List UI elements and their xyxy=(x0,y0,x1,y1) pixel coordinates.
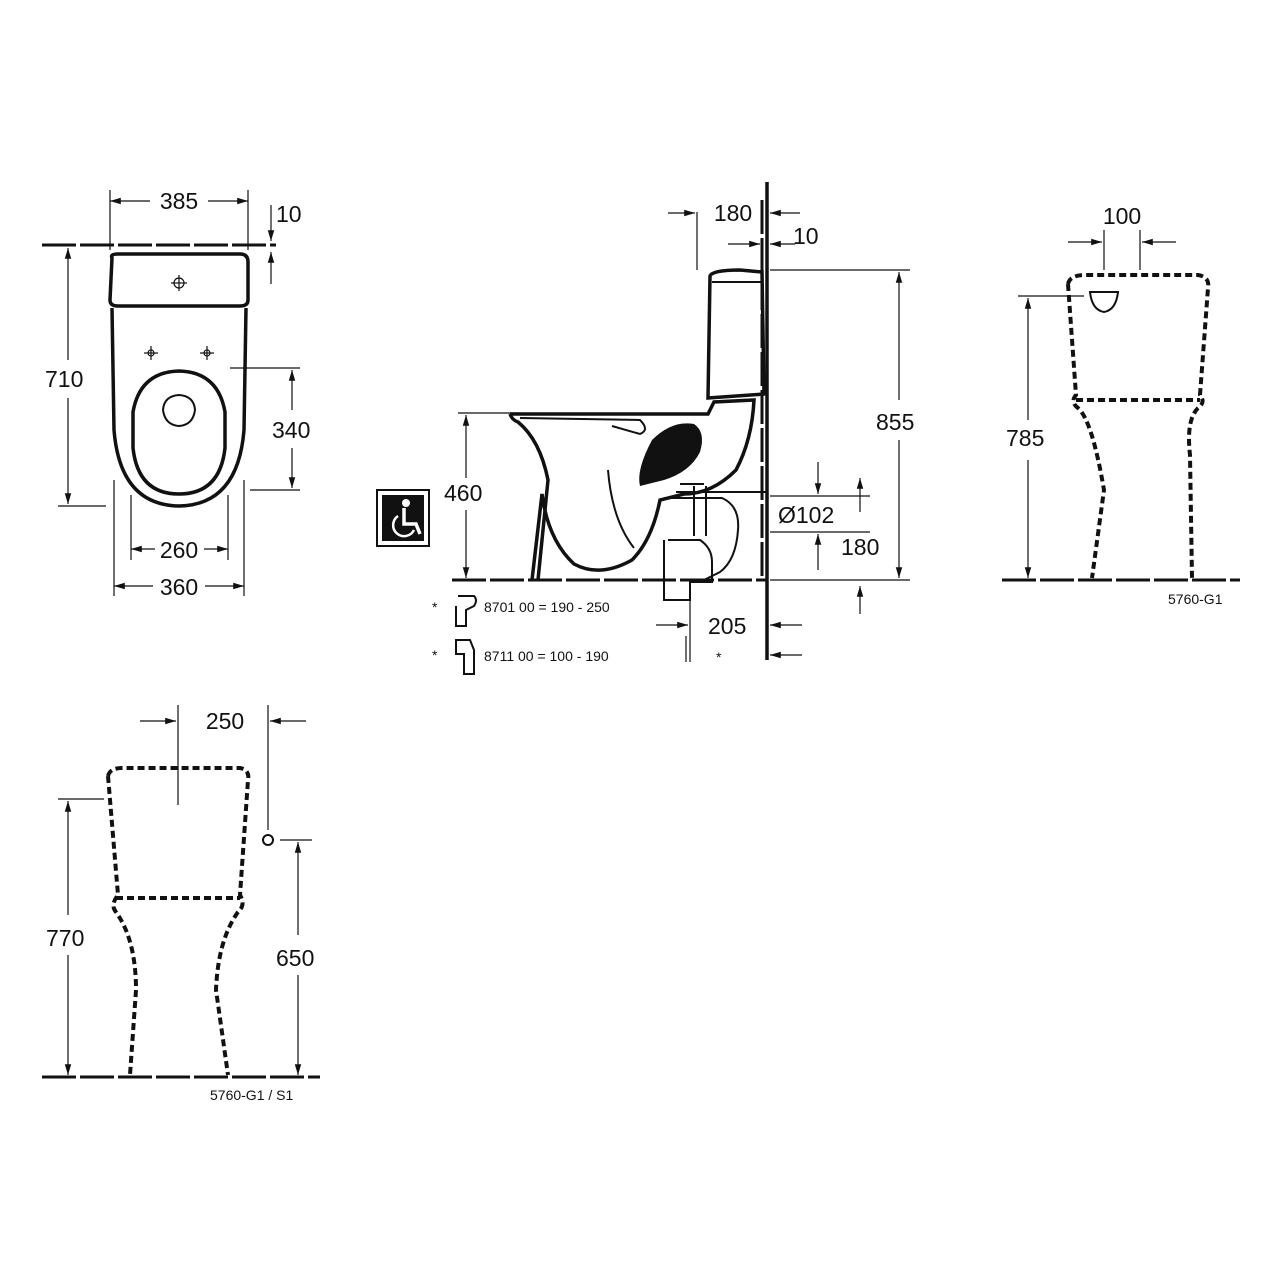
fitting-a-label: 8701 00 = 190 - 250 xyxy=(484,599,610,615)
dim-pipe-diameter: Ø102 xyxy=(778,502,834,528)
bowl-front-outline xyxy=(508,413,550,581)
fitting-b-label: 8711 00 = 100 - 190 xyxy=(484,648,609,664)
bowl-outline xyxy=(110,307,248,508)
rim-outline xyxy=(519,417,646,436)
asterisk-a: * xyxy=(432,599,438,615)
dim-inlet-height: 650 xyxy=(276,945,314,971)
front-outline xyxy=(1066,273,1211,579)
trap-section xyxy=(639,423,702,486)
front-model-code: 5760-G1 xyxy=(1168,591,1223,607)
fixing-point-icon xyxy=(200,346,214,360)
side-view: 180 10 855 460 Ø102 180 205 * * xyxy=(376,182,914,675)
straight-connector-icon xyxy=(455,639,475,675)
trap-inner-line xyxy=(607,469,635,549)
dim-rear-inlet: 250 xyxy=(206,708,244,734)
dim-bowl-width: 360 xyxy=(160,574,198,600)
rear-outline xyxy=(106,766,251,1076)
bowl-side-outline xyxy=(510,398,756,581)
dim-width-top: 385 xyxy=(160,188,198,214)
pan-connector xyxy=(663,539,713,601)
seat-outline xyxy=(131,369,227,496)
rear-view: 250 770 650 5760-G1 / S1 xyxy=(42,705,320,1103)
asterisk-b: * xyxy=(432,647,438,663)
dim-seat-height: 460 xyxy=(444,480,482,506)
flush-plate-outline xyxy=(1088,291,1120,314)
dim-wall-gap: 10 xyxy=(276,201,302,227)
dim-outlet-distance: 205 xyxy=(708,613,746,639)
tank-outline xyxy=(108,252,250,308)
dim-seat-inner: 260 xyxy=(160,537,198,563)
dim-wall-gap-side: 10 xyxy=(793,223,819,249)
dim-rear-height: 770 xyxy=(46,925,84,951)
drain-outline xyxy=(161,393,197,428)
water-inlet-icon xyxy=(262,834,274,846)
fixing-point-icon xyxy=(144,346,158,360)
dim-tank-offset: 180 xyxy=(714,200,752,226)
dim-total-height: 855 xyxy=(876,409,914,435)
dim-front-height: 785 xyxy=(1006,425,1044,451)
outlet-pipe xyxy=(664,497,740,581)
dim-depth: 710 xyxy=(45,366,83,392)
asterisk-note: * xyxy=(716,649,722,665)
tank-side-outline xyxy=(706,268,766,400)
wheelchair-icon xyxy=(376,489,430,547)
rear-model-code: 5760-G1 / S1 xyxy=(210,1087,293,1103)
front-view: 100 785 5760-G1 xyxy=(1002,203,1240,607)
bend-connector-icon xyxy=(455,595,477,627)
dim-outlet-height: 180 xyxy=(841,534,879,560)
dim-front-inlet: 100 xyxy=(1103,203,1141,229)
dim-seat-depth: 340 xyxy=(272,417,310,443)
top-view: 385 10 710 340 260 360 xyxy=(42,188,310,600)
